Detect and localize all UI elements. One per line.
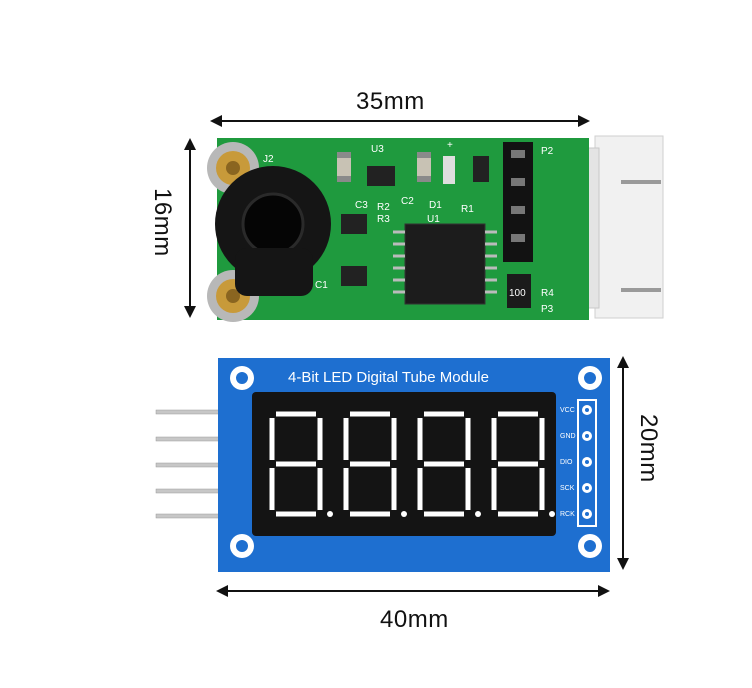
bottom-height-arrow [617,356,629,570]
pin-header [503,142,533,262]
digit-3 [417,411,471,517]
label-r3: R3 [377,214,390,225]
top-width-label: 35mm [356,88,425,115]
led-display [252,392,556,536]
top-height-arrow [184,138,196,318]
sensor-board: J2 U3 C3 R2 R3 C2 D1 U1 R1 C1 + P2 R4 P3… [207,135,664,322]
decimal-point-2 [401,511,407,517]
label-r1: R1 [461,204,474,215]
label-j2: J2 [263,154,274,165]
top-height-label: 16mm [149,188,176,257]
label-r2: R2 [377,202,390,213]
side-connector [594,135,664,319]
digit-2 [343,411,397,517]
top-width-arrow [210,115,590,127]
module-title: 4-Bit LED Digital Tube Module [288,369,489,386]
digit-1 [269,411,323,517]
decimal-point-1 [327,511,333,517]
bottom-width-arrow [216,585,610,597]
label-c1: C1 [315,280,328,291]
label-c2: C2 [401,196,414,207]
label-u3: U3 [371,144,384,155]
label-p3: P3 [541,304,554,315]
label-p2: P2 [541,146,554,157]
decimal-point-3 [475,511,481,517]
pin-label-gnd: GND [560,433,576,440]
label-u1: U1 [427,214,440,225]
decimal-point-4 [549,511,555,517]
label-plus: + [447,140,453,151]
digit-4 [491,411,545,517]
pin-label-sck: SCK [560,485,575,492]
label-c3: C3 [355,200,368,211]
bottom-height-label: 20mm [635,414,662,483]
led-module: 4-Bit LED Digital Tube Module VCC GND DI… [155,358,610,572]
pin-label-vcc: VCC [560,407,575,414]
pin-label-dio: DIO [560,459,573,466]
label-d1: D1 [429,200,442,211]
label-r4: R4 [541,288,554,299]
pin-label-rck: RCK [560,511,575,518]
label-resistor-code: 100 [509,288,526,299]
bottom-width-label: 40mm [380,606,449,633]
